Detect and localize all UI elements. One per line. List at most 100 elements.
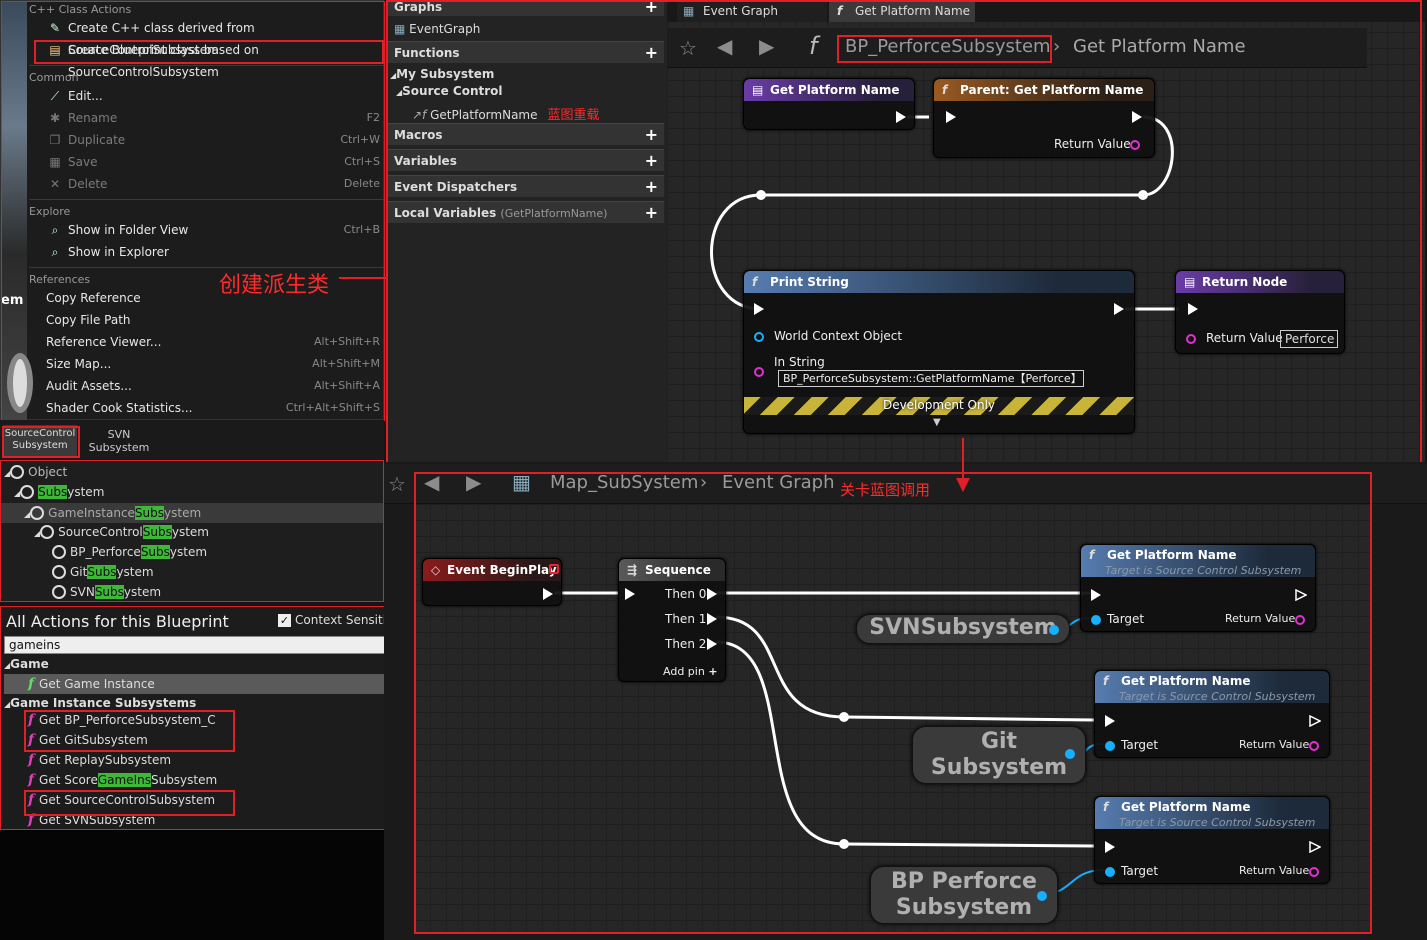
exec-out-pin[interactable]: [1309, 841, 1321, 853]
var-svn-subsystem[interactable]: SVNSubsystem: [856, 614, 1070, 644]
menu-create-cpp-class[interactable]: ✎ Create C++ class derived from SourceCo…: [29, 17, 384, 57]
then-2-pin[interactable]: [707, 638, 717, 650]
exec-in-pin[interactable]: [625, 588, 635, 600]
add-icon[interactable]: +: [644, 151, 658, 170]
tree-item-object[interactable]: ◢Object: [4, 465, 68, 479]
menu-delete[interactable]: ✕ Delete Delete: [29, 173, 384, 195]
tree-item-bp-perforce-subsystem[interactable]: BP_PerforceSubsystem: [52, 545, 207, 559]
menu-show-in-folder-view[interactable]: ⌕ Show in Folder View Ctrl+B: [29, 219, 384, 241]
in-string-input[interactable]: BP_PerforceSubsystem::GetPlatformName【Pe…: [778, 370, 1084, 387]
level-event-graph[interactable]: ◇Event BeginPlay ⇶Sequence Then 0 Then 1…: [414, 504, 1370, 934]
favorite-star-icon[interactable]: ☆: [679, 36, 697, 60]
menu-reference-viewer[interactable]: Reference Viewer...Alt+Shift+R: [46, 335, 380, 349]
add-icon[interactable]: +: [644, 177, 658, 196]
target-pin[interactable]: [1105, 741, 1115, 751]
asset-sourcecontrol-subsystem[interactable]: SourceControl Subsystem: [3, 425, 77, 457]
add-icon[interactable]: +: [644, 125, 658, 144]
menu-audit-assets[interactable]: Audit Assets...Alt+Shift+A: [46, 379, 380, 393]
tree-item-subsystem[interactable]: ◢Subsystem: [14, 485, 105, 499]
exec-in-pin[interactable]: [1105, 715, 1115, 727]
tree-item-svn-subsystem[interactable]: SVNSubsystem: [52, 585, 161, 599]
category-game-instance-subsystems[interactable]: ◢Game Instance Subsystems: [4, 696, 197, 710]
in-string-pin[interactable]: [754, 367, 764, 377]
exec-out-pin[interactable]: [1132, 111, 1142, 123]
menu-save[interactable]: ▦ Save Ctrl+S: [29, 151, 384, 173]
exec-in-pin[interactable]: [1091, 589, 1101, 601]
category-event-dispatchers[interactable]: Event Dispatchers+: [388, 175, 664, 197]
chevron-down-icon[interactable]: ▼: [933, 417, 941, 428]
menu-edit[interactable]: ⟋ Edit...: [29, 85, 384, 107]
target-pin[interactable]: [1091, 615, 1101, 625]
breadcrumb-function[interactable]: Get Platform Name: [1073, 36, 1246, 57]
return-value-pin[interactable]: [1186, 334, 1196, 344]
delegate-pin[interactable]: [549, 564, 559, 574]
exec-in-pin[interactable]: [754, 303, 764, 315]
category-graphs[interactable]: Graphs+: [388, 0, 664, 16]
tree-item-git-subsystem[interactable]: GitSubsystem: [52, 565, 154, 579]
category-game[interactable]: ◢Game: [4, 657, 49, 671]
menu-shader-cook-stats[interactable]: Shader Cook Statistics...Ctrl+Alt+Shift+…: [46, 401, 380, 415]
menu-copy-reference[interactable]: Copy Reference: [46, 291, 141, 305]
graph-item-eventgraph[interactable]: ▦ EventGraph: [394, 22, 481, 36]
node-event-beginplay[interactable]: ◇Event BeginPlay: [422, 558, 562, 606]
tree-item-gameinstance-subsystem[interactable]: ◢GameInstanceSubsystem: [0, 503, 384, 523]
node-return[interactable]: ▤Return Node Return Value Perforce: [1175, 270, 1345, 354]
menu-copy-file-path[interactable]: Copy File Path: [46, 313, 131, 327]
return-value-pin[interactable]: [1130, 140, 1140, 150]
forward-arrow-icon[interactable]: ▶: [466, 470, 482, 494]
menu-duplicate[interactable]: ❐ Duplicate Ctrl+W: [29, 129, 384, 151]
var-bp-perforce-subsystem[interactable]: BP Perforce Subsystem: [870, 866, 1058, 924]
actions-search-input[interactable]: gameins ✕: [4, 636, 404, 654]
category-functions[interactable]: Functions+: [388, 41, 664, 63]
exec-in-pin[interactable]: [1105, 841, 1115, 853]
category-macros[interactable]: Macros+: [388, 123, 664, 145]
var-git-subsystem[interactable]: Git Subsystem: [912, 726, 1086, 784]
category-local-variables[interactable]: Local Variables (GetPlatformName)+: [388, 201, 664, 223]
add-icon[interactable]: +: [644, 43, 658, 62]
menu-size-map[interactable]: Size Map...Alt+Shift+M: [46, 357, 380, 371]
tree-item-sourcecontrol-subsystem[interactable]: ◢SourceControlSubsystem: [34, 525, 209, 539]
exec-out-pin[interactable]: [1114, 303, 1124, 315]
menu-rename[interactable]: ✱ Rename F2: [29, 107, 384, 129]
forward-arrow-icon[interactable]: ▶: [759, 34, 775, 58]
back-arrow-icon[interactable]: ◀: [717, 34, 733, 58]
group-source-control[interactable]: ◢Source Control: [396, 84, 503, 98]
exec-out-pin[interactable]: [1309, 715, 1321, 727]
add-icon[interactable]: +: [644, 203, 658, 222]
var-output-pin[interactable]: [1037, 891, 1047, 901]
world-context-pin[interactable]: [754, 332, 764, 342]
then-1-pin[interactable]: [707, 613, 717, 625]
var-output-pin[interactable]: [1049, 625, 1059, 635]
group-my-subsystem[interactable]: ◢My Subsystem: [390, 67, 495, 81]
var-output-pin[interactable]: [1065, 749, 1075, 759]
category-variables[interactable]: Variables+: [388, 149, 664, 171]
menu-create-blueprint-class[interactable]: ▤ Create Blueprint class based on Source…: [29, 39, 384, 79]
exec-out-pin[interactable]: [543, 588, 553, 600]
menu-show-in-explorer[interactable]: ⌕ Show in Explorer: [29, 241, 384, 263]
return-value-pin[interactable]: [1295, 615, 1305, 625]
exec-in-pin[interactable]: [1188, 303, 1198, 315]
favorite-star-icon[interactable]: ☆: [388, 472, 406, 496]
breadcrumb-event-graph[interactable]: Event Graph: [722, 472, 835, 493]
exec-in-pin[interactable]: [946, 111, 956, 123]
node-sequence[interactable]: ⇶Sequence Then 0 Then 1 Then 2 Add pin +: [618, 558, 726, 682]
add-icon[interactable]: +: [644, 0, 658, 16]
context-sensitive-checkbox[interactable]: ✓: [278, 614, 291, 627]
back-arrow-icon[interactable]: ◀: [424, 470, 440, 494]
return-value-input[interactable]: Perforce: [1280, 330, 1338, 348]
asset-svn-subsystem[interactable]: SVN Subsystem: [88, 428, 150, 454]
